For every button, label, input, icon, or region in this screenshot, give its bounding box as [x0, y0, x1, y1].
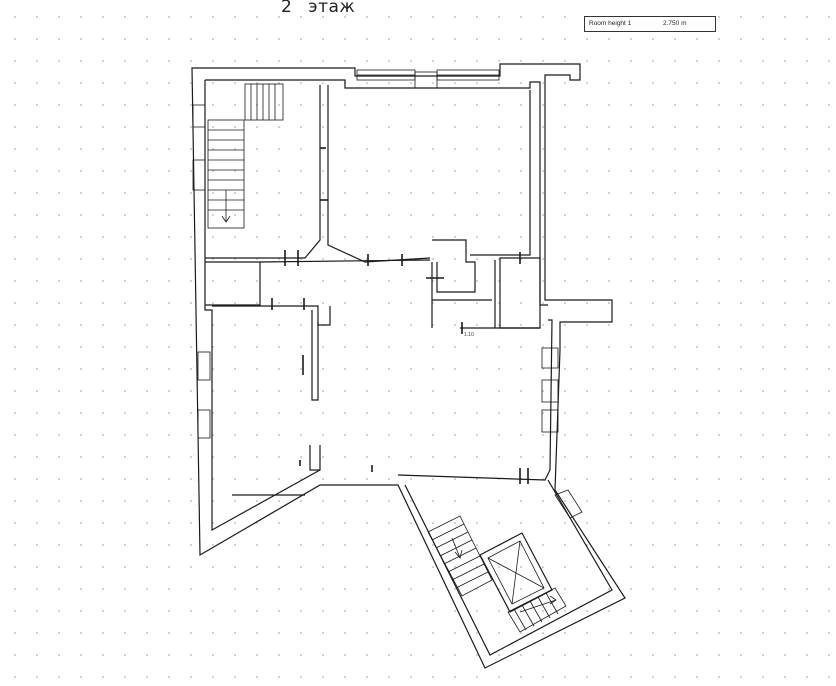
elevator-shaft	[479, 532, 553, 613]
interior-walls	[205, 85, 541, 496]
room-height-box: Room height 1 2.750 m	[584, 16, 716, 32]
room-height-value: 2.750 m	[663, 20, 687, 27]
windows	[192, 69, 583, 519]
room-height-label: Room height 1	[589, 20, 632, 27]
door-marks	[271, 147, 529, 484]
stair-arrow-icon	[221, 215, 231, 223]
stair-arrow-icon	[549, 595, 557, 605]
stairwell-bottom	[427, 515, 567, 633]
stair-top-left	[207, 83, 284, 229]
outer-walls	[191, 63, 626, 669]
page-title: 2 этаж	[281, 0, 365, 17]
floor-word: этаж	[308, 0, 356, 17]
small-annotation: 1.10	[464, 332, 474, 338]
stair-arrow-icon	[454, 549, 463, 559]
floor-number: 2	[281, 0, 293, 17]
